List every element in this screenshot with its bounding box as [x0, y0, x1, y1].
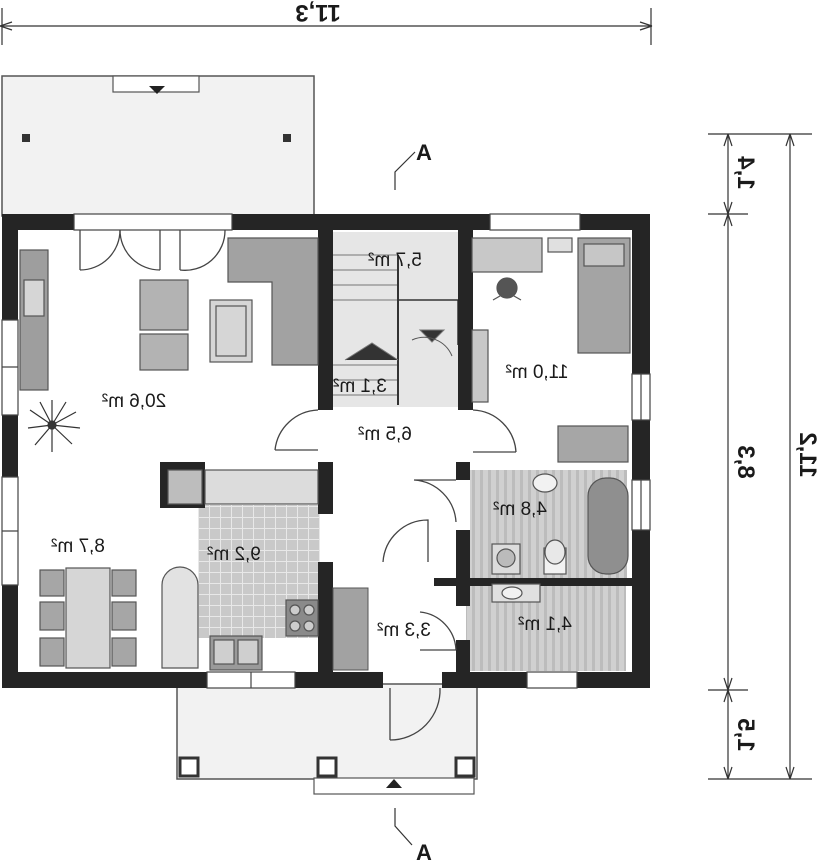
room-labels: 20,6 m² 5,7 m² 3,1 m² 11,0 m² 6,5 m² 4,8… [51, 250, 572, 641]
porch-arrow [386, 779, 402, 788]
room-area-stairs: 5,7 m² [368, 250, 422, 271]
room-area-bathroom: 4,8 m² [493, 499, 547, 520]
dimension-width: 11,3 [295, 0, 340, 26]
plant-icon [27, 400, 81, 452]
section-letter: A [416, 140, 432, 165]
room-area-bedroom: 11,0 m² [505, 362, 568, 383]
dimension-height-total: 11,2 [794, 432, 817, 477]
section-letter: A [416, 840, 432, 860]
room-area-living: 20,6 m² [102, 391, 166, 412]
section-marker-top: A [394, 140, 432, 190]
dimension-height-bottom: 1,5 [732, 718, 759, 751]
terrace-arrow [149, 86, 165, 94]
room-area-wc: 4,1 m² [518, 614, 572, 635]
kitchen-furniture [161, 469, 319, 671]
bedroom-furniture [471, 237, 631, 463]
windows [1, 213, 651, 689]
wardrobe [332, 587, 369, 671]
dimension-height-main: 8,3 [732, 445, 759, 478]
section-marker-bottom: A [394, 808, 432, 860]
room-area-vestibule: 3,3 m² [377, 620, 431, 641]
dimension-height-top: 1,4 [732, 156, 759, 190]
porch-post-icon [454, 756, 476, 778]
room-area-closet: 3,1 m² [333, 376, 387, 397]
bathroom-fixtures [491, 473, 629, 603]
terrace-post-icon [283, 134, 291, 142]
room-area-kitchen: 9,2 m² [207, 544, 261, 565]
living-furniture [19, 237, 319, 391]
room-area-dining: 8,7 m² [51, 536, 105, 557]
terrace [1, 75, 315, 217]
stair-floor [333, 232, 458, 407]
doors [79, 229, 517, 741]
dining-furniture [39, 567, 137, 669]
porch-post-icon [178, 756, 200, 778]
dimension-top [0, 8, 653, 45]
room-area-hall: 6,5 m² [358, 424, 412, 445]
porch-post-icon [316, 756, 338, 778]
terrace-post-icon [22, 134, 30, 142]
dimension-right [708, 133, 812, 780]
